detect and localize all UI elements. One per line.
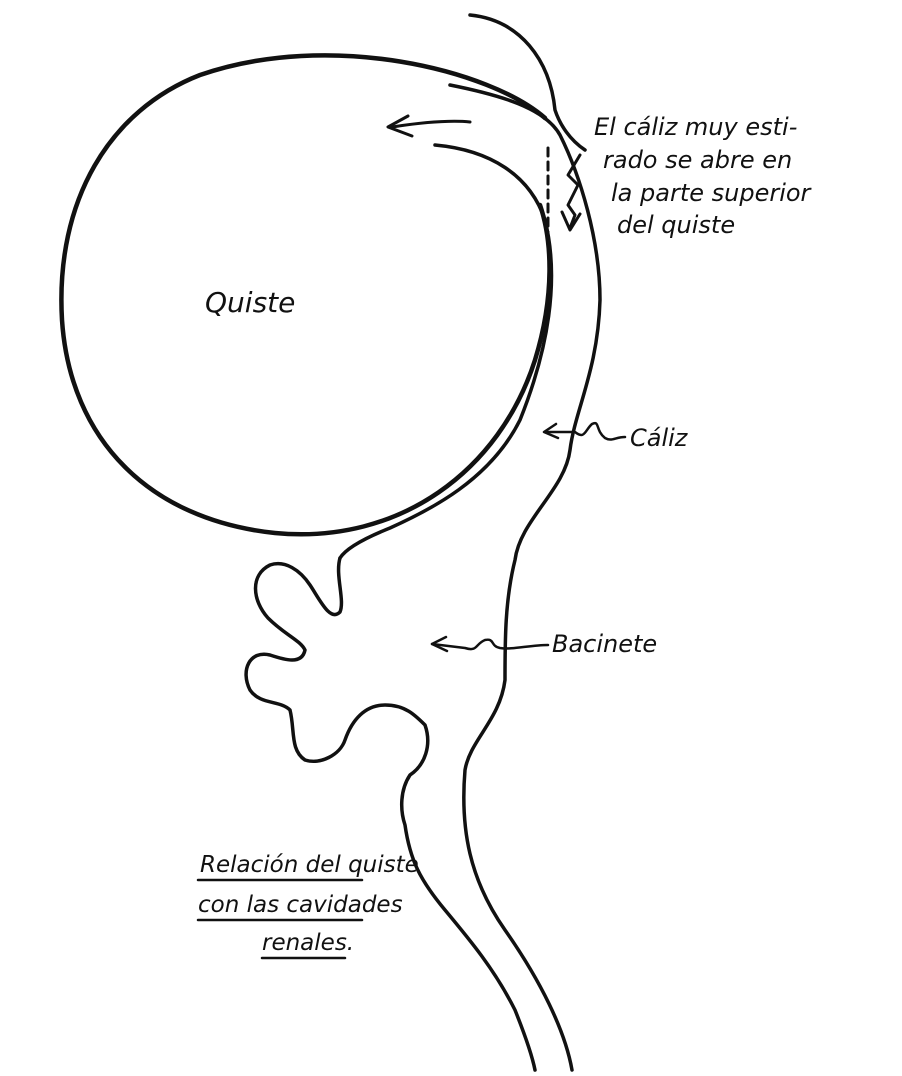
cyst-outline (61, 55, 549, 534)
flow-arrow-icon (392, 121, 470, 127)
caption-line-2: con las cavidades (198, 892, 403, 918)
bacinete-arrow-icon (432, 640, 548, 649)
quiste-label: Quiste (205, 286, 295, 319)
pelvis-outer-wall (450, 85, 600, 1070)
note-line-1: El cáliz muy esti- (594, 113, 797, 141)
caliz-label: Cáliz (630, 424, 689, 452)
note-line-3: la parte superior (611, 179, 813, 207)
pelvis-lobulations (246, 558, 535, 1070)
note-line-4: del quiste (617, 211, 735, 239)
caption-line-3: renales. (262, 930, 354, 956)
caption-line-1: Relación del quiste (200, 852, 419, 878)
calyx-inner-wall (340, 145, 552, 558)
calyx-top-edge (470, 15, 585, 150)
bacinete-label: Bacinete (552, 630, 657, 658)
note-line-2: rado se abre en (603, 146, 792, 174)
opening-arrowhead-icon (562, 212, 580, 230)
